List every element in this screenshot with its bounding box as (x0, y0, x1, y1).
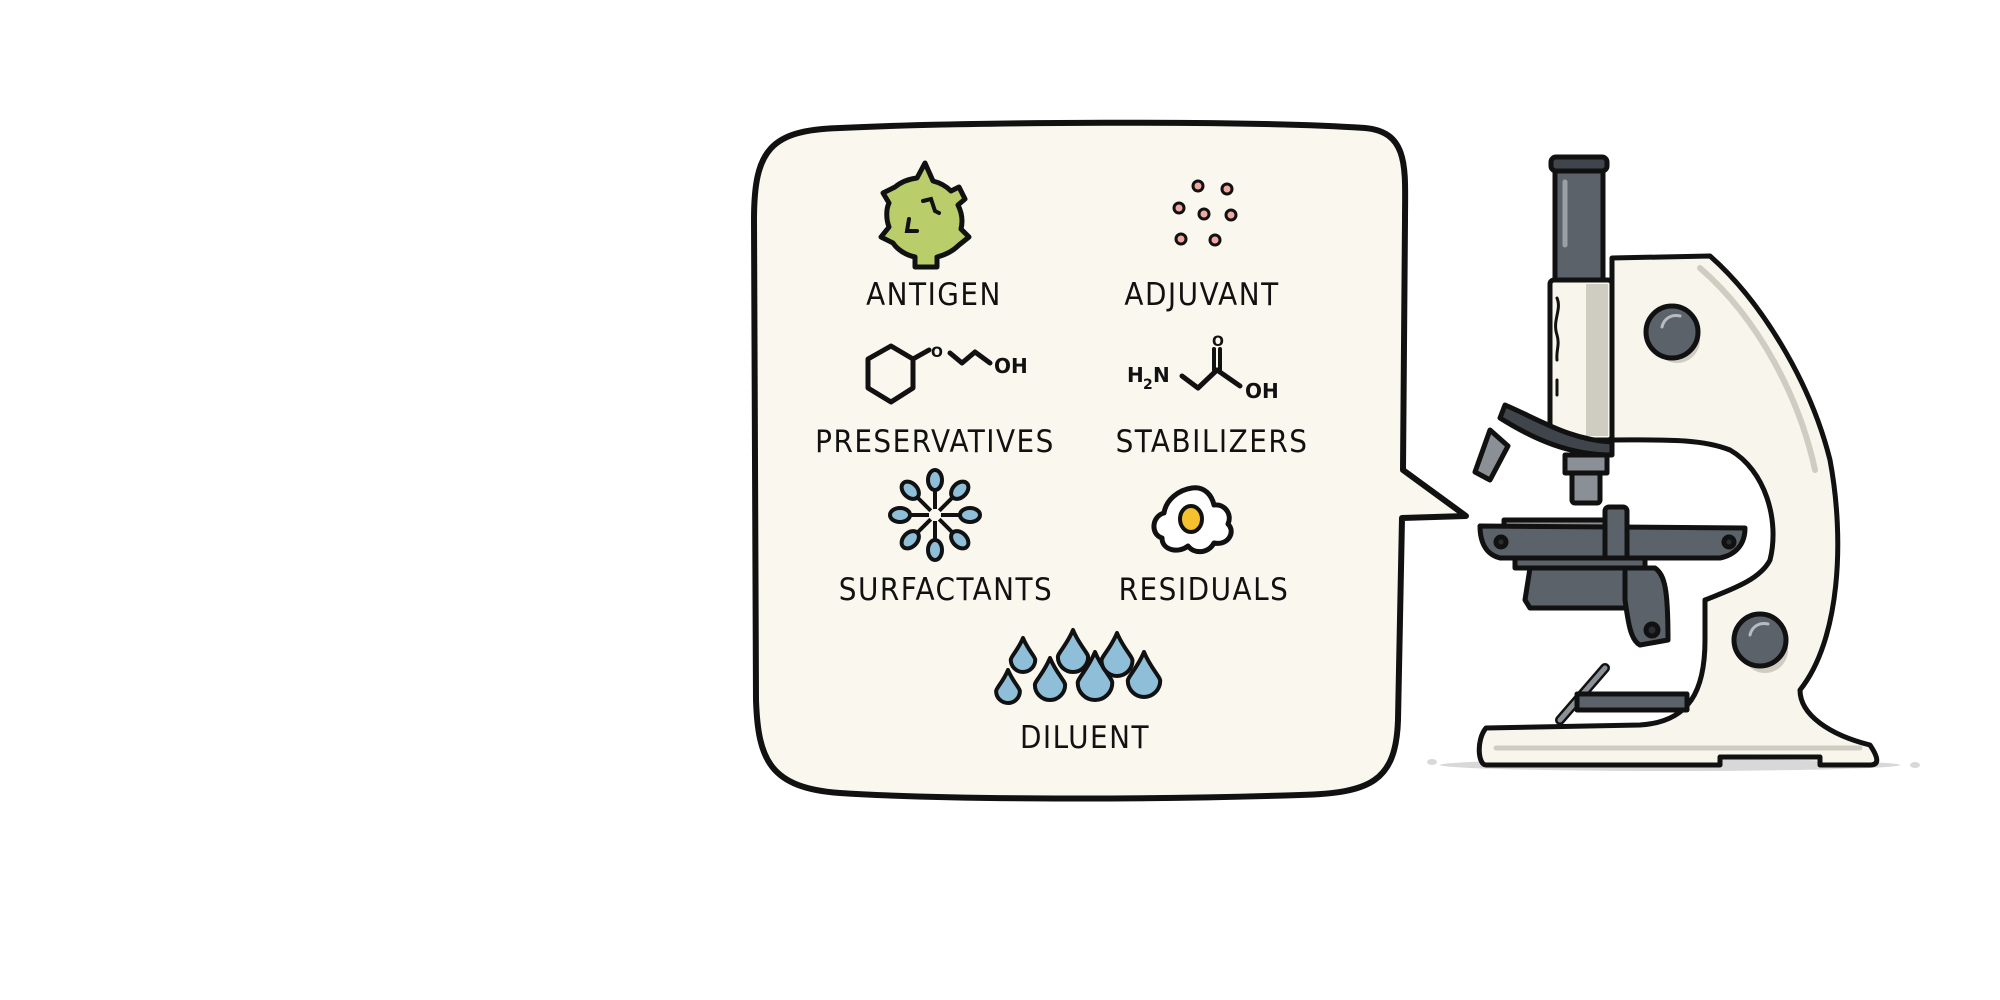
hydroxyl-label: OH (994, 354, 1028, 378)
residuals-item: RESIDUALS (1119, 485, 1290, 608)
surfactant-tail (915, 495, 933, 513)
eyepiece (1548, 154, 1610, 285)
body-tube (1547, 277, 1615, 443)
diluent-item: DILUENT (994, 628, 1163, 756)
water-drop (1125, 650, 1163, 699)
surfactant-head (949, 479, 971, 501)
fine-focus-knob (1731, 611, 1789, 673)
surfactant-head (958, 506, 982, 524)
adjuvant-label: ADJUVANT (1124, 277, 1279, 313)
water-drop (1032, 656, 1068, 702)
speech-bubble (751, 119, 1469, 802)
surfactant-head (926, 538, 944, 562)
preservatives-label: PRESERVATIVES (815, 424, 1055, 460)
amine-n-label: N (1153, 363, 1170, 387)
particle-dots-icon (1172, 179, 1238, 247)
surfactant-head (888, 506, 912, 524)
surfactants-item: SURFACTANTS (839, 468, 1054, 608)
coarse-focus-knob (1643, 303, 1701, 363)
surfactant-tail (915, 517, 933, 535)
water-drop (1055, 628, 1091, 674)
stabilizers-item: H 2 N O OH STABILIZERS (1116, 334, 1309, 460)
surfactant-tail (937, 517, 955, 535)
microscope-illustration (1427, 154, 1920, 771)
speech-bubble-outline (751, 119, 1469, 802)
virus-particle-icon (878, 160, 972, 270)
micelle-icon (888, 468, 982, 562)
antigen-label: ANTIGEN (866, 277, 1002, 313)
water-drops-icon (994, 628, 1163, 705)
amine-subscript-label: 2 (1143, 377, 1153, 393)
carbonyl-o-label: O (1212, 334, 1224, 350)
diluent-label: DILUENT (1020, 720, 1150, 756)
glycine-molecule-icon: H 2 N O OH (1127, 334, 1279, 403)
residuals-label: RESIDUALS (1119, 572, 1290, 608)
water-drop (1075, 650, 1115, 702)
water-drop (1099, 631, 1135, 678)
adjuvant-item: ADJUVANT (1124, 179, 1279, 313)
antigen-item: ANTIGEN (866, 160, 1002, 313)
mirror-lever (1555, 663, 1690, 725)
water-drop (994, 668, 1022, 705)
surfactant-tail (937, 495, 955, 513)
water-drop (1008, 636, 1038, 674)
phenoxyethanol-molecule-icon: O OH (865, 343, 1028, 405)
preservatives-item: O OH PRESERVATIVES (815, 343, 1055, 460)
carboxyl-oh-label: OH (1245, 379, 1279, 403)
nosepiece (1472, 402, 1615, 506)
surfactant-head (899, 479, 921, 501)
egg-icon (1151, 485, 1234, 555)
surfactant-head (949, 529, 971, 551)
stabilizers-label: STABILIZERS (1116, 424, 1309, 460)
amine-h-label: H (1127, 363, 1144, 387)
surfactant-head (926, 468, 944, 492)
surfactants-label: SURFACTANTS (839, 572, 1054, 608)
oxygen-atom-label: O (931, 345, 943, 361)
stage (1477, 504, 1748, 648)
surfactant-head (899, 529, 921, 551)
